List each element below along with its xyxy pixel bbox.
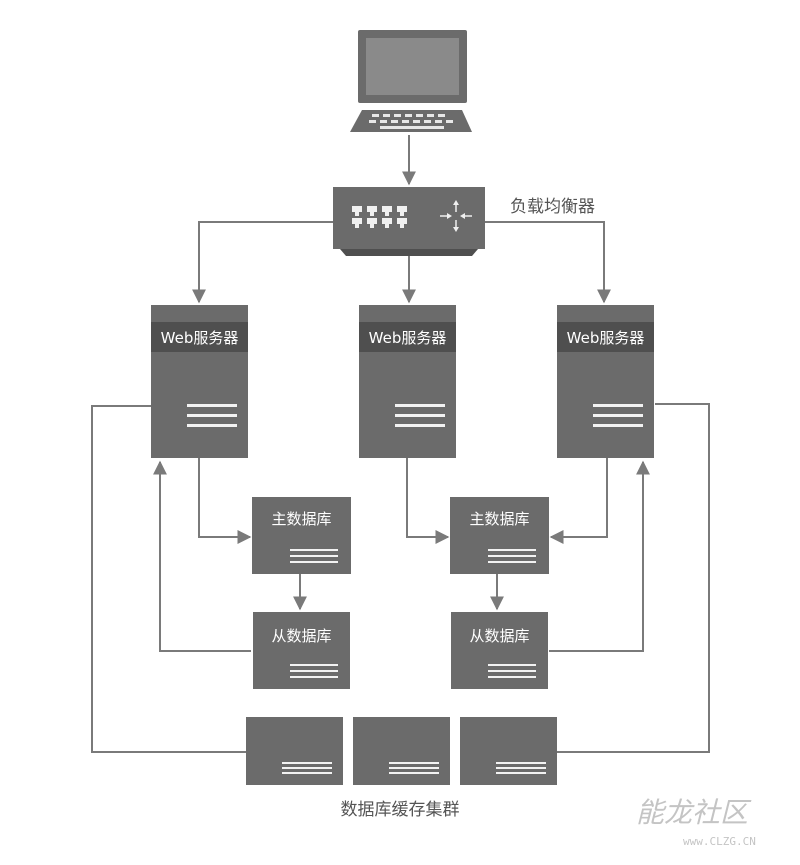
load-balancer	[333, 187, 485, 256]
db-lines-icon	[290, 549, 338, 563]
cache-cluster	[246, 717, 557, 785]
web-server-label: Web服务器	[161, 329, 239, 347]
watermark-url: www.CLZG.CN	[683, 835, 756, 848]
db-lines-icon	[488, 664, 536, 678]
cache-node-2	[353, 717, 450, 785]
connections	[91, 135, 710, 753]
slave-db-1: 从数据库	[253, 612, 350, 689]
web-server-1: Web服务器	[151, 305, 248, 458]
master-db-1: 主数据库	[252, 497, 351, 574]
db-lines-icon	[488, 549, 536, 563]
master-db-label: 主数据库	[271, 510, 331, 528]
cache-cluster-label: 数据库缓存集群	[341, 800, 460, 820]
slave-db-label: 从数据库	[469, 627, 529, 645]
web-server-2: Web服务器	[359, 305, 456, 458]
routing-arrows-icon	[440, 200, 472, 232]
slave-db-2: 从数据库	[451, 612, 548, 689]
master-db-label: 主数据库	[469, 510, 529, 528]
network-ports-icon	[352, 206, 407, 228]
web-server-3: Web服务器	[557, 305, 654, 458]
server-lines-icon	[187, 404, 237, 427]
load-balancer-label: 负载均衡器	[510, 197, 595, 217]
web-server-label: Web服务器	[369, 329, 447, 347]
cache-node-1	[246, 717, 343, 785]
server-lines-icon	[593, 404, 643, 427]
master-db-2: 主数据库	[450, 497, 549, 574]
cache-node-3	[460, 717, 557, 785]
db-lines-icon	[290, 664, 338, 678]
watermark-logo-text: 能龙社区	[636, 796, 752, 829]
web-server-label: Web服务器	[567, 329, 645, 347]
server-lines-icon	[395, 404, 445, 427]
client-computer-icon	[350, 30, 472, 132]
slave-db-label: 从数据库	[271, 627, 331, 645]
watermark: 能龙社区 www.CLZG.CN	[636, 796, 756, 848]
